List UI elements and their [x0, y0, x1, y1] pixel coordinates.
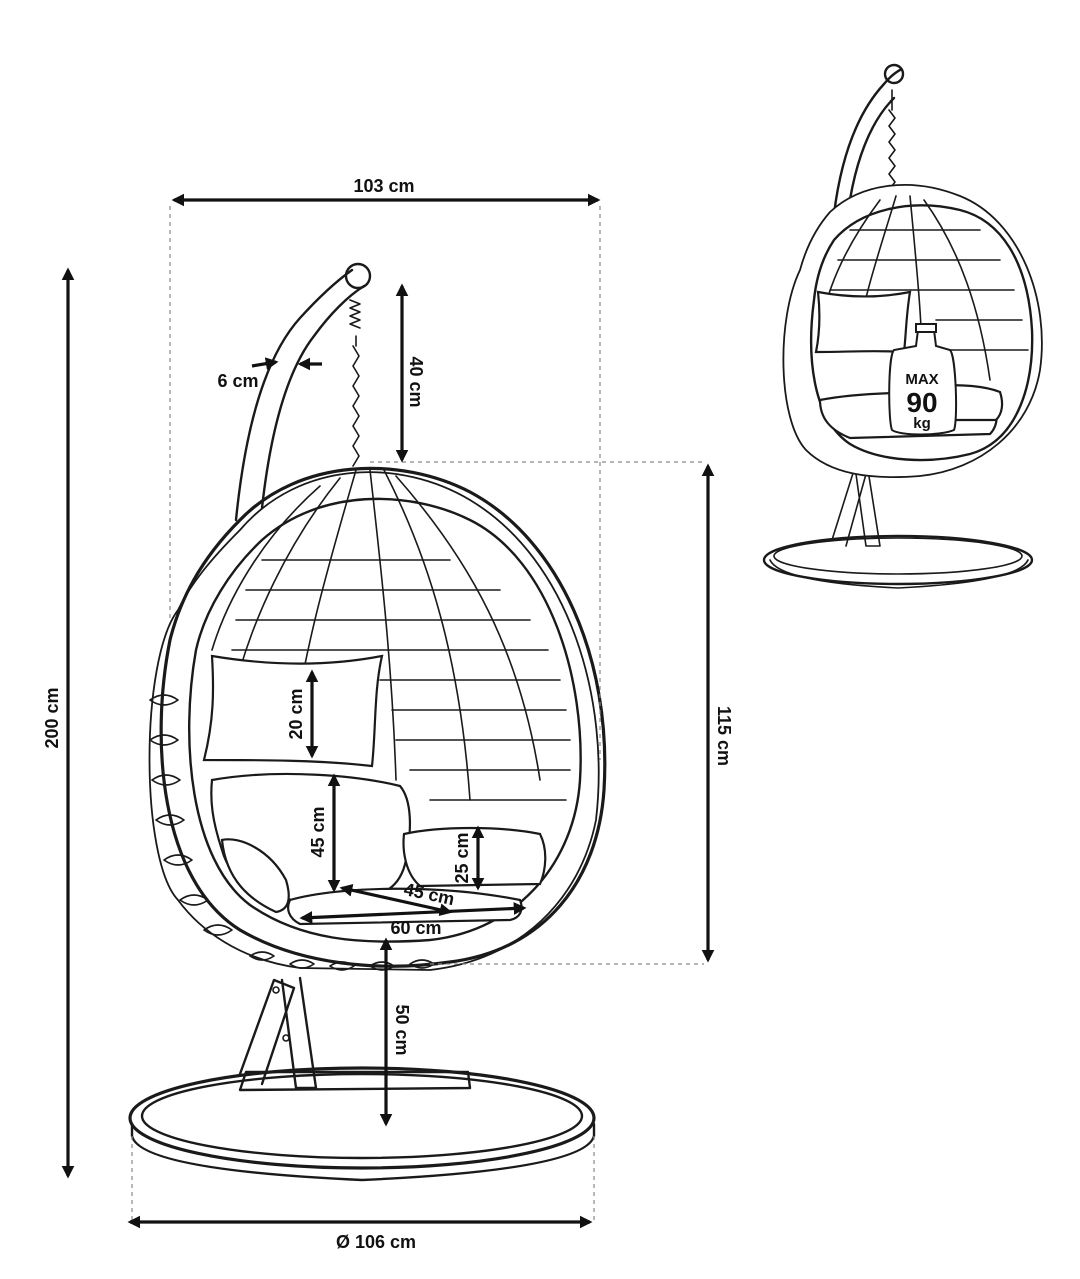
label-back-cushion: 20 cm	[286, 688, 306, 739]
main-chair	[128, 262, 607, 1182]
badge-max-label: MAX	[905, 371, 938, 388]
badge-weight-value: 90	[906, 387, 937, 418]
arrow-pole-left	[251, 357, 279, 370]
dimension-arrows	[61, 193, 715, 1229]
label-pole-thickness: 6 cm	[217, 371, 258, 391]
hanging-arm	[234, 262, 372, 522]
max-load-badge: MAX 90 kg	[888, 323, 958, 436]
back-pillow	[202, 654, 384, 768]
guide-lines	[131, 206, 704, 1220]
label-side-cushion: 25 cm	[452, 832, 472, 883]
label-total-width: 103 cm	[353, 176, 414, 196]
left-cushion	[220, 838, 290, 914]
side-cushion	[402, 826, 547, 888]
label-total-height: 200 cm	[42, 687, 62, 748]
badge-unit-label: kg	[913, 415, 931, 432]
dimension-labels: 103 cm 200 cm Ø 106 cm 6 cm 40 cm 115 cm…	[42, 176, 734, 1252]
cushions	[202, 654, 547, 926]
label-basket-height: 115 cm	[714, 706, 734, 766]
label-base-diameter: Ø 106 cm	[336, 1232, 416, 1252]
label-seat-to-base: 50 cm	[392, 1004, 412, 1055]
small-chair: MAX 90 kg	[762, 63, 1043, 589]
arrow-seat-width	[299, 902, 527, 924]
label-backrest: 45 cm	[308, 806, 328, 857]
label-seat-width: 60 cm	[390, 918, 441, 938]
stand-legs	[238, 976, 318, 1090]
base-ring	[128, 1066, 596, 1182]
label-chain-length: 40 cm	[406, 356, 426, 407]
